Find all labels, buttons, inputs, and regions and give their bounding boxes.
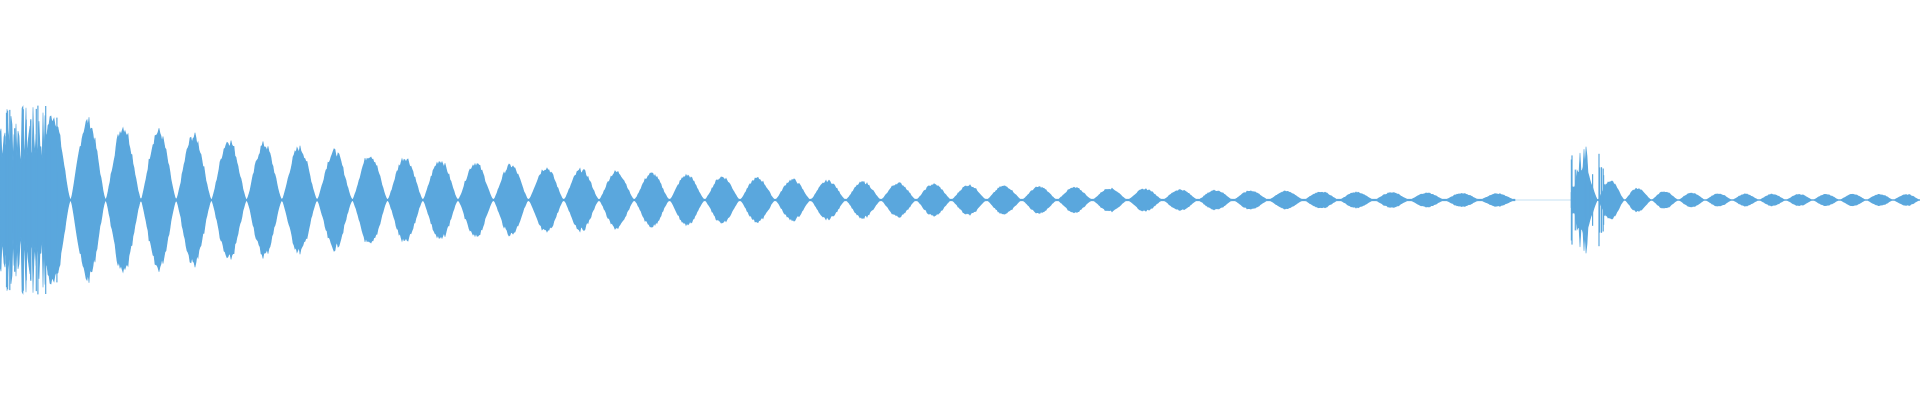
waveform-peaks (0, 105, 1920, 295)
waveform-segment-2 (1570, 146, 1920, 254)
waveform-segment-1 (0, 105, 1516, 295)
